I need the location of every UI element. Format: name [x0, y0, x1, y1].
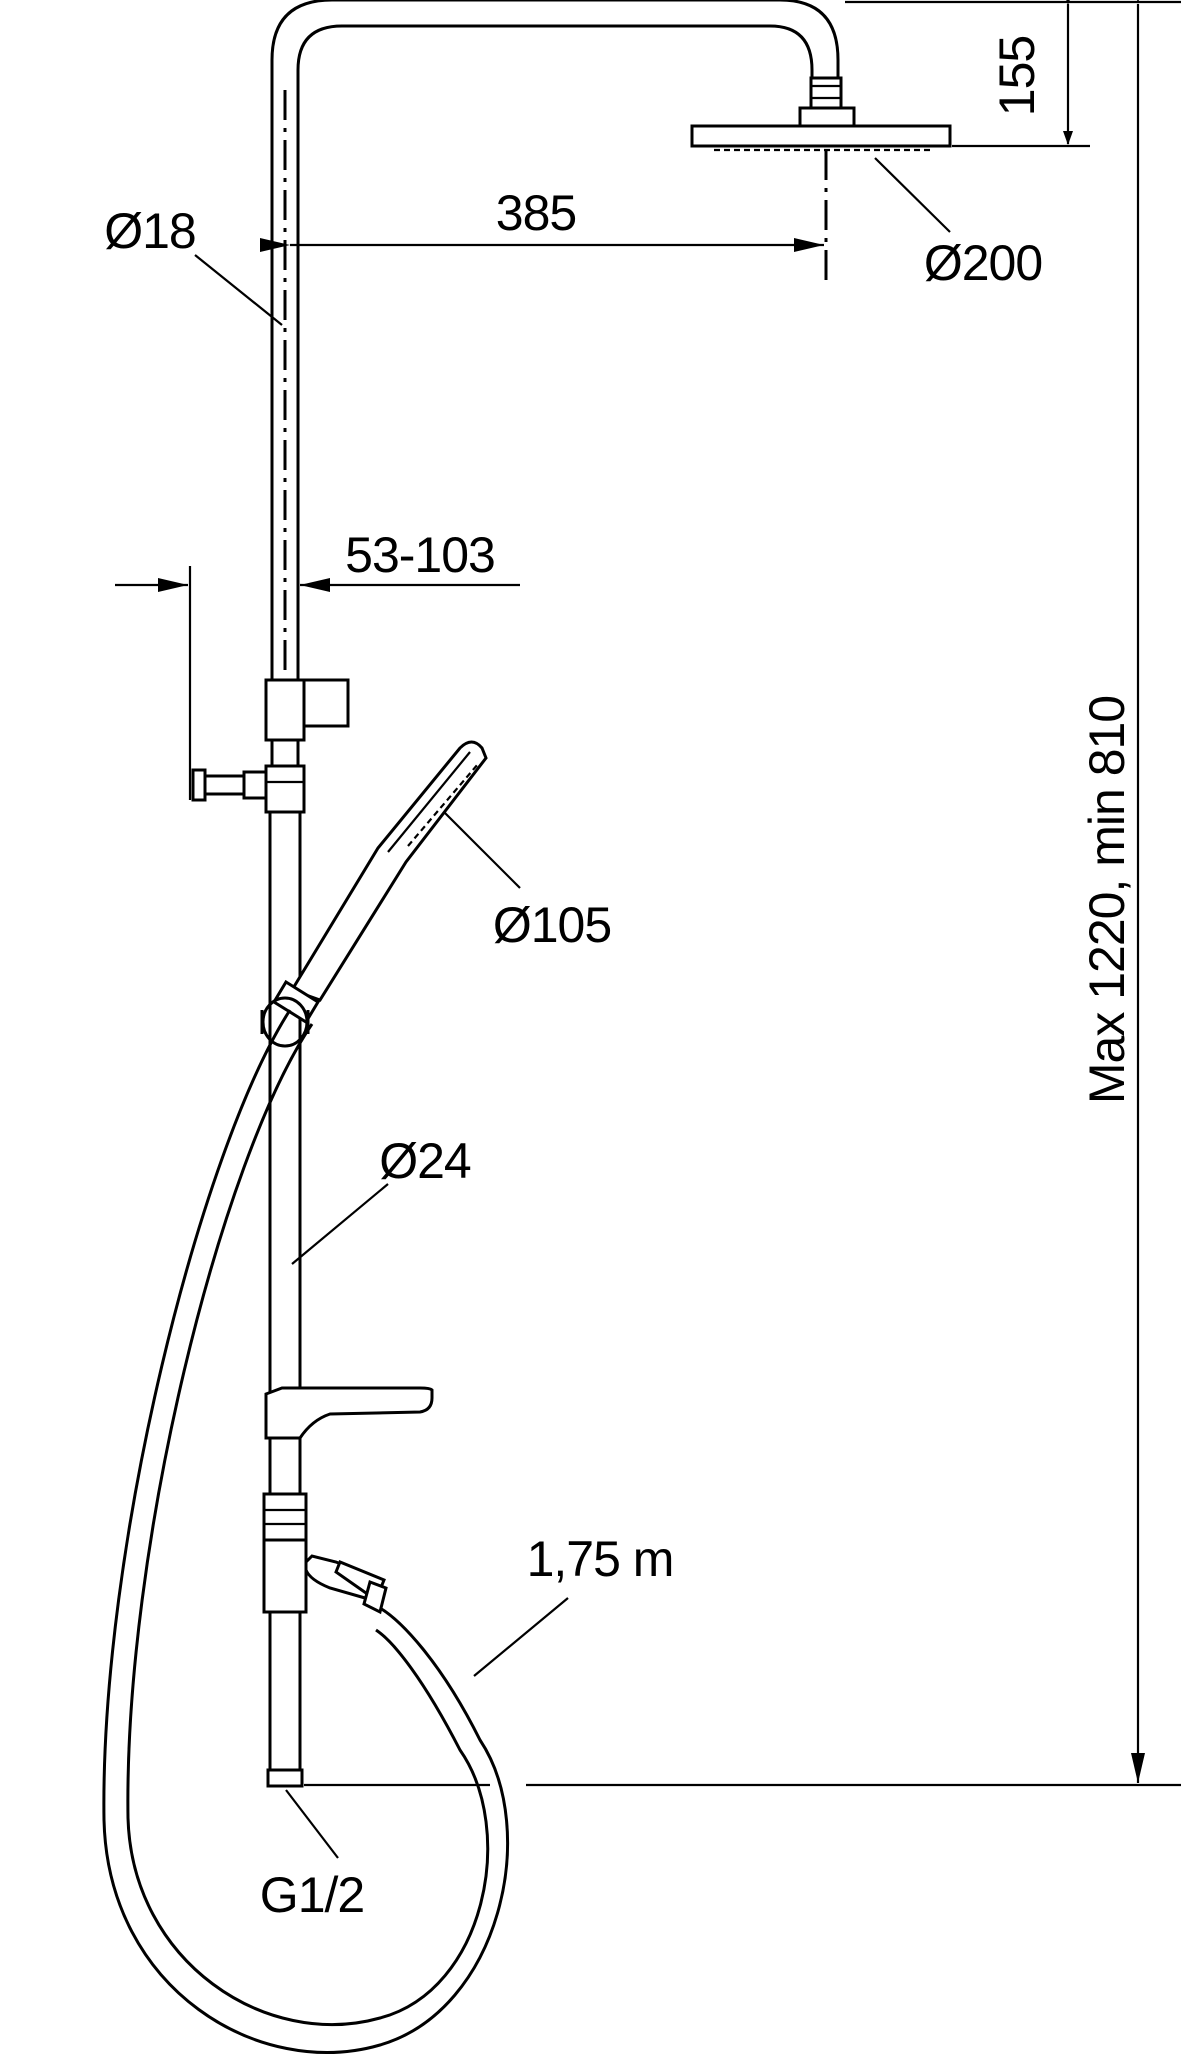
leader-rail-diameter [194, 254, 283, 326]
rain-shower-head [690, 76, 952, 280]
leader-head-diameter [874, 157, 951, 233]
shower-bar [268, 812, 302, 1770]
label-rail-diameter: Ø18 [104, 203, 196, 259]
label-bar-diameter: Ø24 [379, 1133, 471, 1189]
leader-connection [285, 1789, 339, 1859]
label-head-diameter: Ø200 [924, 235, 1042, 291]
dimension-head-height [845, 0, 1181, 148]
bottom-connection [266, 1768, 304, 1788]
leader-handshower-diameter [443, 811, 521, 889]
label-connection: G1/2 [260, 1867, 364, 1923]
hand-shower [271, 740, 488, 1025]
soap-shelf [264, 1386, 434, 1440]
dimension-total-height [304, 0, 1181, 1787]
leader-hose-length [473, 1597, 569, 1677]
label-hose-length: 1,75 m [527, 1531, 674, 1587]
label-handshower-diameter: Ø105 [493, 897, 611, 953]
riser-pipe [270, 0, 840, 680]
upper-connector [264, 678, 350, 814]
wall-bracket [191, 768, 268, 802]
label-head-height: 155 [989, 36, 1045, 116]
leader-bar-diameter [291, 1183, 389, 1265]
label-arm-reach: 385 [496, 185, 576, 241]
dimension-wall-distance [115, 566, 520, 800]
label-wall-distance: 53-103 [345, 527, 495, 583]
slider-holder [260, 996, 310, 1048]
diverter-outlet [262, 1492, 388, 1615]
shower-hose [102, 1009, 509, 2054]
label-total-height: Max 1220, min 810 [1079, 696, 1135, 1104]
